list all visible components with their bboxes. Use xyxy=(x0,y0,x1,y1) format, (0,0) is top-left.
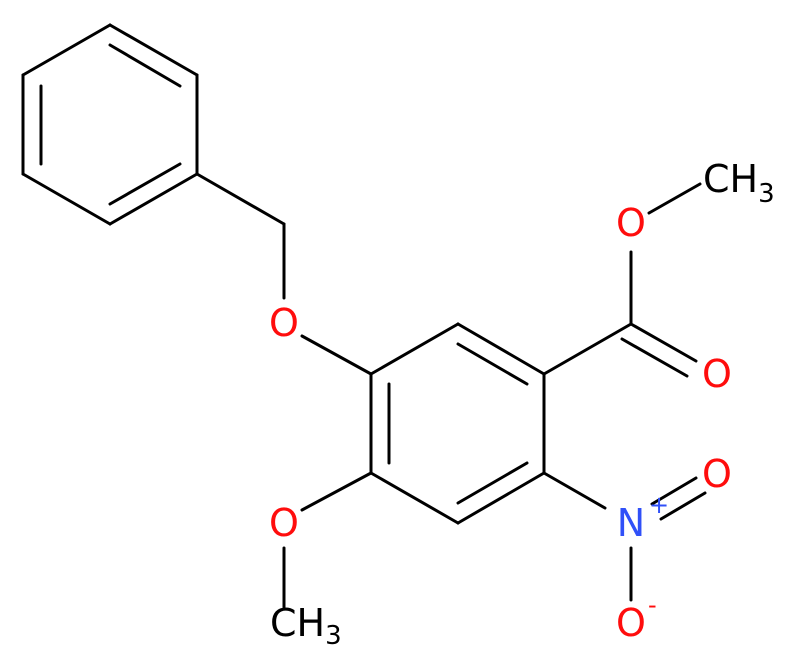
methoxy-group xyxy=(282,471,373,609)
double-bond xyxy=(629,322,698,363)
oxygen-negative-charge: - xyxy=(648,591,657,619)
bond xyxy=(542,471,607,510)
nitro-oxygen-label: O xyxy=(702,452,732,496)
bond xyxy=(647,182,702,215)
bond xyxy=(300,471,373,512)
bond xyxy=(195,172,286,226)
bond xyxy=(300,334,373,376)
ester-methyl-label: CH3 xyxy=(703,157,775,209)
nitro-oxide-label: O xyxy=(616,601,646,645)
double-bond xyxy=(650,476,698,506)
carbonyl-oxygen-label: O xyxy=(702,352,732,396)
bond xyxy=(369,322,460,376)
nitro-group xyxy=(542,471,707,602)
nitro-nitrogen-label: N xyxy=(617,501,645,545)
bond xyxy=(456,322,546,376)
methyl-ester-group xyxy=(542,182,702,378)
double-bond xyxy=(659,491,707,521)
phenyl-ring xyxy=(21,23,199,226)
benzyloxy-oxygen-label: O xyxy=(269,301,299,345)
bond xyxy=(21,23,112,77)
benzyloxy-linker xyxy=(195,172,373,376)
bond xyxy=(21,172,112,226)
bond xyxy=(369,471,460,525)
nitrogen-positive-charge: + xyxy=(649,491,669,519)
methoxy-oxygen-label: O xyxy=(269,501,299,545)
bond xyxy=(542,322,633,376)
double-bond-inner xyxy=(456,342,529,386)
bond xyxy=(108,172,199,226)
double-bond-inner xyxy=(456,461,529,505)
double-bond-inner xyxy=(108,162,182,206)
bond xyxy=(108,23,199,77)
central-ring xyxy=(369,322,546,525)
double-bond xyxy=(620,337,689,378)
double-bond-inner xyxy=(108,43,182,88)
ester-oxygen-label: O xyxy=(616,201,646,245)
methoxy-methyl-label: CH3 xyxy=(270,601,342,651)
bond xyxy=(456,471,546,525)
